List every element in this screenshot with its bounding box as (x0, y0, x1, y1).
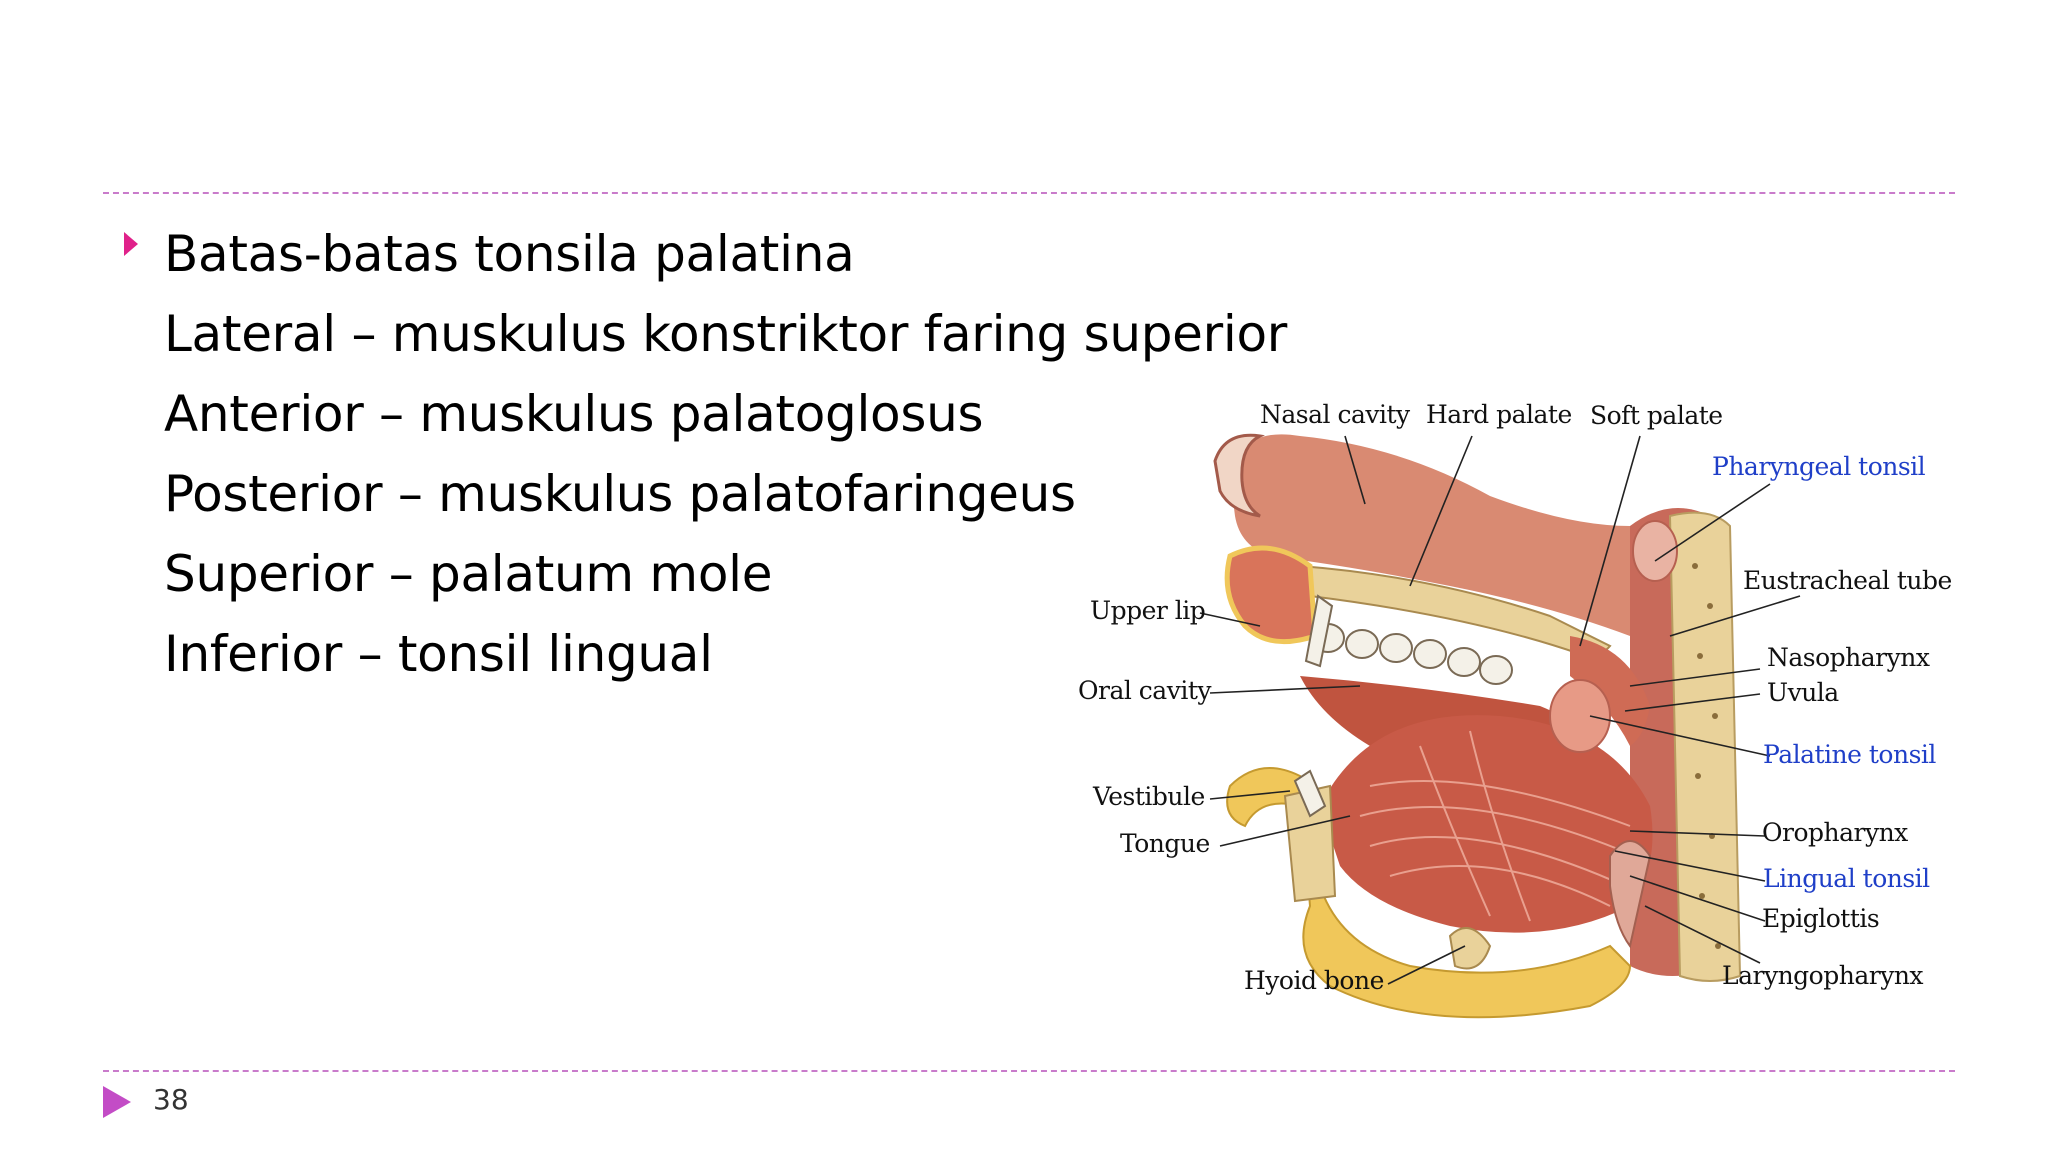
label-uvula: Uvula (1767, 678, 1839, 707)
tongue-muscle-fibers (1359, 730, 1636, 922)
label-hyoid-bone: Hyoid bone (1244, 966, 1384, 995)
label-pharyngeal-tonsil: Pharyngeal tonsil (1712, 452, 1926, 481)
label-epiglottis: Epiglottis (1762, 904, 1880, 933)
label-oral-cavity: Oral cavity (1078, 676, 1212, 705)
sagittal-head-illustration (1199, 433, 1801, 1019)
label-soft-palate: Soft palate (1590, 401, 1723, 430)
label-hard-palate: Hard palate (1426, 400, 1572, 429)
leader-lines (1199, 435, 1801, 985)
upper-teeth (1311, 623, 1513, 685)
hyoid-shape (1448, 927, 1492, 970)
label-eustracheal-tube: Eustracheal tube (1743, 566, 1952, 595)
boundary-posterior: Posterior – muskulus palatofaringeus (164, 465, 1076, 523)
bullet-arrow-icon (124, 232, 138, 256)
lower-incisor (1293, 769, 1327, 818)
nose-tip (1213, 433, 1265, 518)
footer-arrow-icon (103, 1086, 131, 1118)
nasal-region (1230, 434, 1630, 636)
pharyngeal-tonsil-shape (1632, 520, 1678, 582)
label-upper-lip: Upper lip (1090, 596, 1206, 625)
label-palatine-tonsil: Palatine tonsil (1763, 740, 1936, 769)
boundary-inferior: Inferior – tonsil lingual (164, 625, 713, 683)
slide-body: Batas-batas tonsila palatina Lateral – m… (118, 214, 1288, 694)
label-laryngopharynx: Laryngopharynx (1722, 961, 1924, 990)
anatomy-figure: Nasal cavity Hard palate Soft palate Pha… (1070, 386, 1970, 1046)
tongue-shape (1320, 715, 1653, 933)
page-number: 38 (153, 1083, 189, 1116)
boundary-anterior: Anterior – muskulus palatoglosus (164, 385, 984, 443)
label-nasopharynx: Nasopharynx (1767, 643, 1930, 672)
bone-speckle (1692, 563, 1721, 949)
upper-incisor (1304, 594, 1334, 668)
palatine-tonsil-shape (1549, 679, 1611, 753)
label-lingual-tonsil: Lingual tonsil (1763, 864, 1930, 893)
boundary-superior: Superior – palatum mole (164, 545, 773, 603)
bottom-dashed-divider (103, 1070, 1955, 1072)
soft-palate-shape (1570, 636, 1650, 746)
label-nasal-cavity: Nasal cavity (1260, 400, 1410, 429)
lower-jaw-fat (1226, 767, 1632, 1019)
bullet-item: Batas-batas tonsila palatina (118, 214, 1268, 294)
epiglottis-shape (1609, 840, 1652, 949)
boundary-lateral: Lateral – muskulus konstriktor faring su… (164, 305, 1288, 363)
label-vestibule: Vestibule (1093, 782, 1205, 811)
upper-lip-shape (1224, 545, 1318, 645)
label-oropharynx: Oropharynx (1762, 818, 1908, 847)
label-tongue: Tongue (1120, 829, 1210, 858)
top-dashed-divider (103, 192, 1955, 194)
vertebra-column (1668, 511, 1742, 982)
bullet-heading: Batas-batas tonsila palatina (164, 225, 855, 283)
